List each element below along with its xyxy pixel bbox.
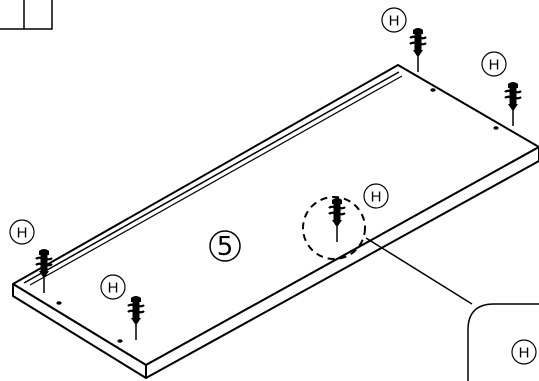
callout-label: H [371,189,382,206]
hole [430,88,436,92]
detail-callout-label: H [519,345,530,362]
detail-callout: H [511,339,537,365]
callout-top-right: H [381,7,407,33]
callout-left: H [9,219,35,245]
callout-center: H [363,183,389,209]
panel-number-badge: 5 [209,230,241,262]
hole [117,339,123,343]
panel-number: 5 [217,232,234,262]
callout-label: H [489,57,500,74]
callout-bottom-left: H [100,274,126,300]
callout-label: H [108,280,119,297]
hole [493,126,499,130]
pilot-holes [56,88,499,343]
callout-label: H [389,13,400,30]
detail-box [467,303,539,381]
panel-board [12,64,539,379]
hole [56,301,62,305]
callout-right: H [481,51,507,77]
screw-right [503,80,523,128]
detail-leader-line [365,237,473,305]
detail-highlight-circle [302,196,366,260]
partial-diagram-box [0,0,53,30]
screw-top-right [408,26,428,74]
callout-label: H [17,225,28,242]
